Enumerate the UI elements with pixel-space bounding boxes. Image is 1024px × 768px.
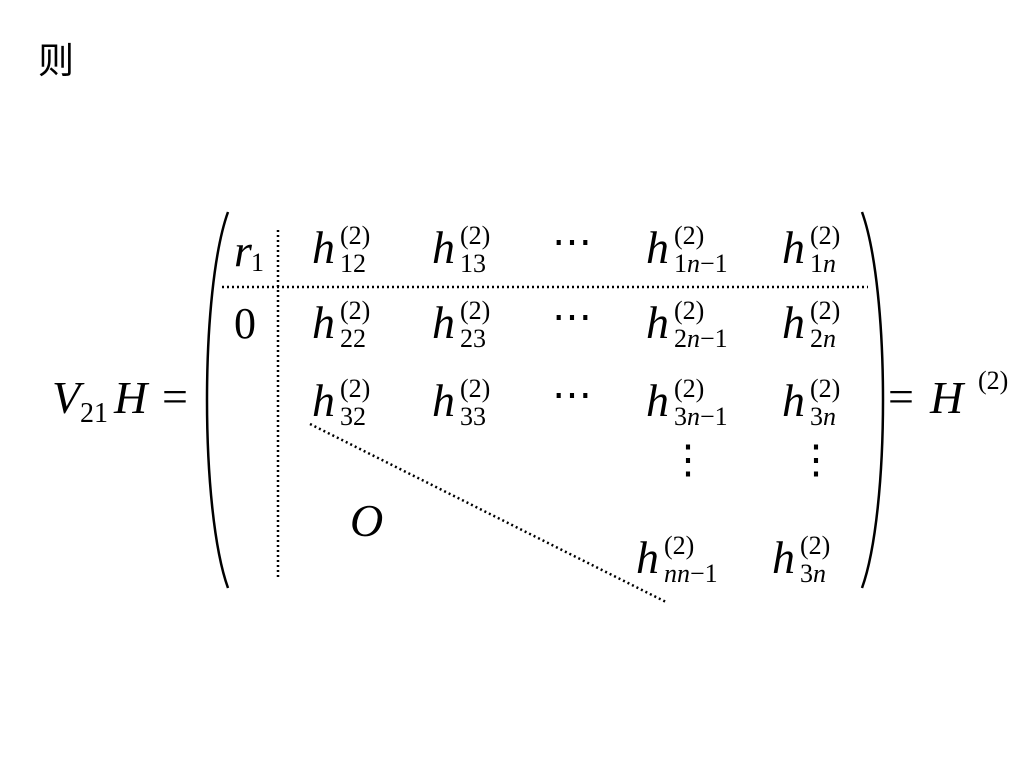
lhs-v-subscript: 21 [80,398,108,429]
diagonal-dotted-line [309,422,667,604]
left-parenthesis [205,211,230,589]
matrix-vdots-col5: ⋮ [796,437,836,482]
lhs-equals: = [162,371,188,422]
right-parenthesis [860,211,885,589]
lead-text: 则 [38,41,75,82]
matrix-vdots-col4: ⋮ [668,437,708,482]
matrix-r: r [234,225,252,276]
matrix-r-subscript: 1 [251,248,264,277]
lhs-h: H [114,372,148,423]
rhs-equals: = [888,371,914,422]
rhs-h: H [930,372,964,423]
rhs-h-superscript: (2) [978,366,1009,395]
matrix-cdots-row1: ⋯ [552,219,594,264]
matrix-cdots-row3: ⋯ [552,372,594,417]
matrix-zero: 0 [234,299,256,348]
lhs-v: V [52,372,81,423]
matrix-zero-block: O [350,495,384,546]
matrix-cdots-row2: ⋯ [552,294,594,339]
